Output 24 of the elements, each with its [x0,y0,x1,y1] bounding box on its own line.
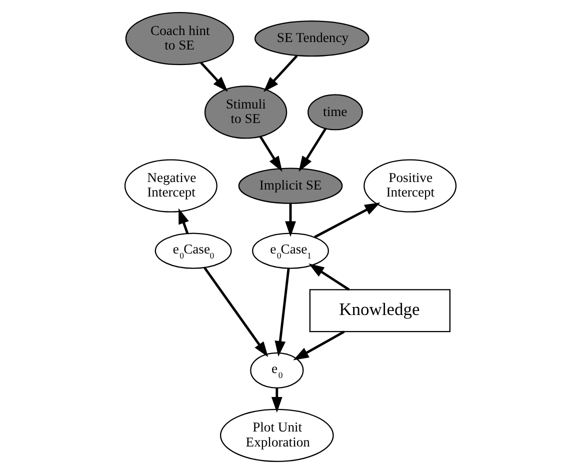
arrow [314,202,380,238]
node-ellipse: Implicit SE [238,168,342,204]
node-box: Knowledge [308,289,450,332]
arrow [308,264,350,291]
node-ellipse: Coach hint to SE [124,12,234,66]
node-ellipse: SE Tendency [254,20,369,57]
node-ellipse: Positive Intercept [363,159,456,212]
arrow [203,266,268,358]
arrow [258,136,282,172]
node-ellipse: e$_{0}$Case$_{1}$ [252,232,328,269]
node-ellipse: Negative Intercept [124,159,217,212]
arrow [200,62,228,92]
arrow [263,55,298,92]
node-ellipse: e$_{0}$Case$_{0}$ [154,232,232,269]
node-ellipse: Plot Unit Exploration [219,408,334,462]
arrow [292,330,344,360]
node-ellipse: e$_{0}$ [250,352,304,388]
node-ellipse: time [307,94,362,130]
arrow [274,268,290,357]
arrow [270,388,282,413]
arrow [178,208,188,234]
arrow [298,128,326,172]
arrow [284,203,296,237]
node-ellipse: Stimuli to SE [204,86,287,139]
